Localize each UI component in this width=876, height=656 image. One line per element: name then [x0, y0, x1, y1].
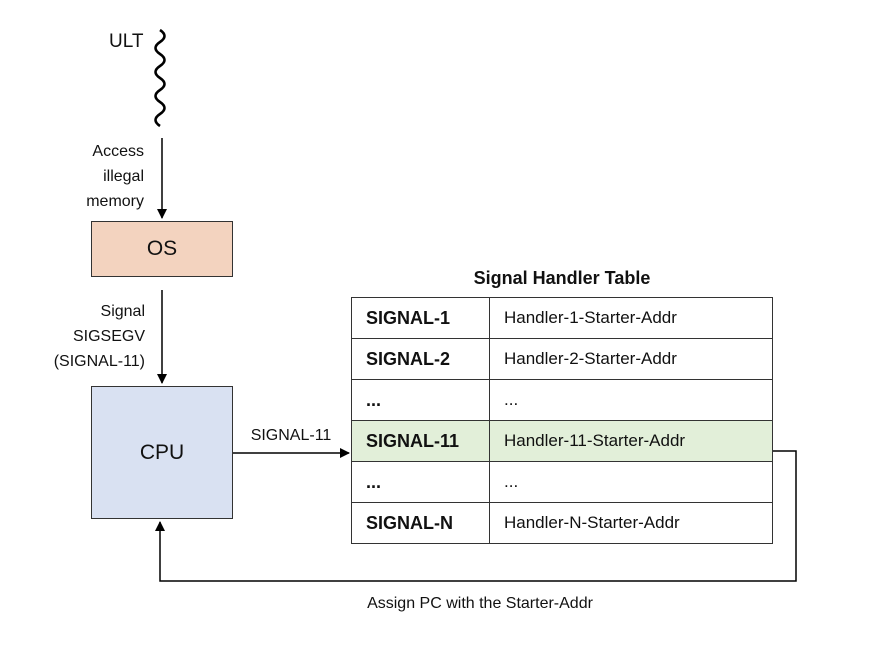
table-row: SIGNAL-2 Handler-2-Starter-Addr — [351, 338, 773, 380]
signal-line-1: Signal — [100, 303, 145, 320]
access-line-3: memory — [86, 193, 144, 210]
table-row: SIGNAL-11 Handler-11-Starter-Addr — [351, 420, 773, 462]
signal-cell: ... — [351, 461, 490, 503]
cpu-label: CPU — [139, 440, 185, 464]
access-line-2: illegal — [103, 168, 144, 185]
cpu-box: CPU — [91, 386, 233, 519]
signal-handler-table: SIGNAL-1 Handler-1-Starter-Addr SIGNAL-2… — [351, 297, 773, 544]
handler-cell: Handler-11-Starter-Addr — [489, 420, 773, 462]
arrow-handler-to-cpu — [155, 450, 797, 582]
table-row: SIGNAL-1 Handler-1-Starter-Addr — [351, 297, 773, 339]
dispatch-signal-label: SIGNAL-11 — [250, 427, 332, 444]
table-row: SIGNAL-N Handler-N-Starter-Addr — [351, 502, 773, 544]
access-line-1: Access — [92, 143, 144, 160]
signal-sigsegv-label: Signal SIGSEGV (SIGNAL-11) — [30, 299, 145, 374]
access-illegal-memory-label: Access illegal memory — [40, 139, 144, 214]
signal-handler-table-title: Signal Handler Table — [473, 268, 651, 288]
table-row: ... ... — [351, 461, 773, 503]
os-box: OS — [91, 221, 233, 277]
handler-cell: ... — [489, 461, 773, 503]
signal-cell: ... — [351, 379, 490, 421]
os-label: OS — [146, 237, 178, 260]
signal-cell: SIGNAL-N — [351, 502, 490, 544]
signal-line-2: SIGSEGV — [72, 328, 145, 345]
handler-cell: Handler-1-Starter-Addr — [489, 297, 773, 339]
handler-cell: Handler-2-Starter-Addr — [489, 338, 773, 380]
assign-pc-label: Assign PC with the Starter-Addr — [367, 595, 593, 612]
ult-thread-wave — [154, 28, 166, 128]
handler-cell: ... — [489, 379, 773, 421]
signal-cell: SIGNAL-2 — [351, 338, 490, 380]
signal-line-3: (SIGNAL-11) — [53, 353, 145, 370]
ult-label: ULT — [109, 31, 144, 52]
signal-cell: SIGNAL-1 — [351, 297, 490, 339]
handler-cell: Handler-N-Starter-Addr — [489, 502, 773, 544]
signal-cell: SIGNAL-11 — [351, 420, 490, 462]
table-row: ... ... — [351, 379, 773, 421]
